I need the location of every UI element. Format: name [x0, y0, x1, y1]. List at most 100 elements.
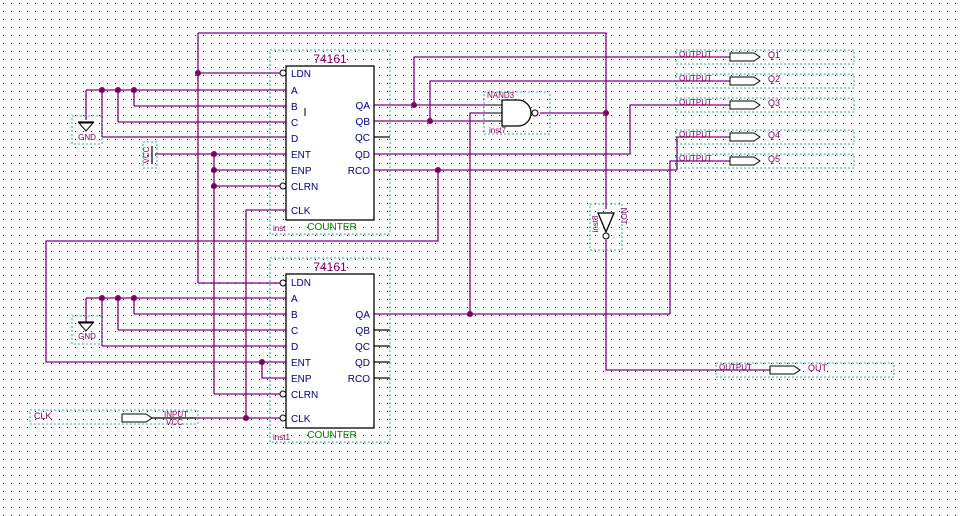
input-port-clk[interactable]: CLK INPUT VCC: [29, 409, 199, 427]
output-port-kind: OUTPUT: [679, 130, 712, 139]
gnd-selection: [71, 315, 103, 345]
counter-2-body: [285, 273, 375, 429]
inverter-gate[interactable]: inst8 NOT: [589, 203, 628, 251]
gnd-label: GND: [78, 133, 96, 142]
pin-qb: QB: [356, 326, 371, 337]
output-port-q2[interactable]: OUTPUT Q2: [675, 73, 855, 89]
pin-clrn: CLRN: [291, 390, 318, 401]
pin-qc: QC: [355, 342, 370, 353]
junction-dots: [99, 70, 609, 421]
pin-rco: RCO: [348, 374, 370, 385]
pin-qb: QB: [356, 117, 371, 128]
counter-2[interactable]: 74161 COUNTER inst1 LDN A B C D ENT ENP …: [269, 257, 391, 443]
output-port-symbol: [729, 132, 761, 142]
input-port-symbol: [121, 413, 153, 423]
nand3-inst: inst7: [489, 126, 506, 135]
input-port-kind: INPUT: [164, 410, 188, 419]
gnd-triangle: [77, 122, 95, 132]
pin-ent: ENT: [291, 150, 311, 161]
inverter-type: NOT: [619, 208, 628, 225]
output-port-name: OUT: [808, 363, 828, 373]
pin-d: D: [291, 342, 298, 353]
counter-1-title: 74161: [313, 52, 347, 66]
counter-1-inst: inst: [273, 224, 286, 233]
gnd-selection: [71, 115, 103, 145]
pin-stubs: [374, 136, 390, 379]
pin-a: A: [291, 294, 298, 305]
output-port-out[interactable]: OUTPUT OUT: [715, 362, 895, 378]
output-port-symbol: [729, 52, 761, 62]
output-port-selection: [675, 97, 855, 113]
output-port-q3[interactable]: OUTPUT Q3: [675, 97, 855, 113]
inverter-body: [597, 212, 615, 234]
pin-qa: QA: [356, 310, 371, 321]
output-port-q5[interactable]: OUTPUT Q5: [675, 153, 855, 169]
output-port-q4[interactable]: OUTPUT Q4: [675, 129, 855, 145]
input-port-default: VCC: [166, 418, 183, 427]
pin-ldn: LDN: [291, 69, 311, 80]
vcc-label: VCC: [142, 146, 151, 163]
inversion-bubble: [279, 182, 287, 190]
output-port-symbol: [769, 365, 801, 375]
nand3-body: [501, 99, 532, 127]
pin-a: A: [291, 86, 298, 97]
output-port-kind: OUTPUT: [679, 154, 712, 163]
nand3-selection: [483, 91, 551, 135]
pin-clk: CLK: [291, 206, 311, 217]
pin-c: C: [291, 118, 298, 129]
pin-enp: ENP: [291, 374, 312, 385]
inverter-inst: inst8: [591, 215, 600, 232]
output-port-name: Q4: [768, 130, 780, 140]
gnd-triangle: [77, 322, 95, 332]
counter-1-footer: COUNTER: [307, 222, 356, 233]
nand3-type: NAND3: [487, 91, 515, 100]
nand3-gate[interactable]: NAND3 inst7: [483, 91, 551, 135]
pin-qa: QA: [356, 101, 371, 112]
counter-2-selection: [269, 257, 391, 443]
counter-2-inst: inst1: [273, 433, 290, 442]
pin-c: C: [291, 326, 298, 337]
output-port-name: Q5: [768, 154, 780, 164]
vcc-symbol[interactable]: VCC: [142, 141, 158, 169]
pin-ldn: LDN: [291, 278, 311, 289]
output-port-symbol: [729, 156, 761, 166]
output-port-kind: OUTPUT: [679, 98, 712, 107]
inverter-selection: [589, 203, 623, 251]
inversion-bubble: [279, 414, 287, 422]
pin-ent: ENT: [291, 358, 311, 369]
gnd-symbol[interactable]: GND: [71, 115, 103, 145]
inversion-bubble: [602, 232, 610, 240]
pin-clk: CLK: [291, 414, 311, 425]
pin-d: D: [291, 134, 298, 145]
pin-clrn: CLRN: [291, 182, 318, 193]
output-port-kind: OUTPUT: [679, 74, 712, 83]
pin-rco: RCO: [348, 166, 370, 177]
output-port-selection: [675, 129, 855, 145]
inversion-bubble: [279, 390, 287, 398]
output-port-name: Q2: [768, 74, 780, 84]
pin-b: B: [291, 102, 298, 113]
counter-1[interactable]: 74161 COUNTER inst LDN A B C D ENT ENP C…: [269, 49, 391, 235]
output-port-kind: OUTPUT: [719, 363, 752, 372]
output-port-symbol: [729, 76, 761, 86]
inversion-bubble: [531, 109, 539, 117]
output-port-symbol: [729, 100, 761, 110]
output-port-name: Q1: [768, 50, 780, 60]
input-port-name: CLK: [34, 411, 52, 421]
gnd-symbol[interactable]: GND: [71, 315, 103, 345]
output-port-selection: [675, 49, 855, 65]
input-port-selection: [29, 409, 199, 425]
output-port-selection: [675, 153, 855, 169]
pin-qc: QC: [355, 133, 370, 144]
pin-b: B: [291, 310, 298, 321]
pin-qd: QD: [355, 150, 370, 161]
pin-enp: ENP: [291, 166, 312, 177]
output-port-kind: OUTPUT: [679, 50, 712, 59]
counter-2-footer: COUNTER: [307, 430, 356, 441]
output-port-q1[interactable]: OUTPUT Q1: [675, 49, 855, 65]
gnd-label: GND: [78, 332, 96, 341]
counter-1-selection: [269, 49, 391, 235]
output-port-selection: [715, 362, 895, 378]
